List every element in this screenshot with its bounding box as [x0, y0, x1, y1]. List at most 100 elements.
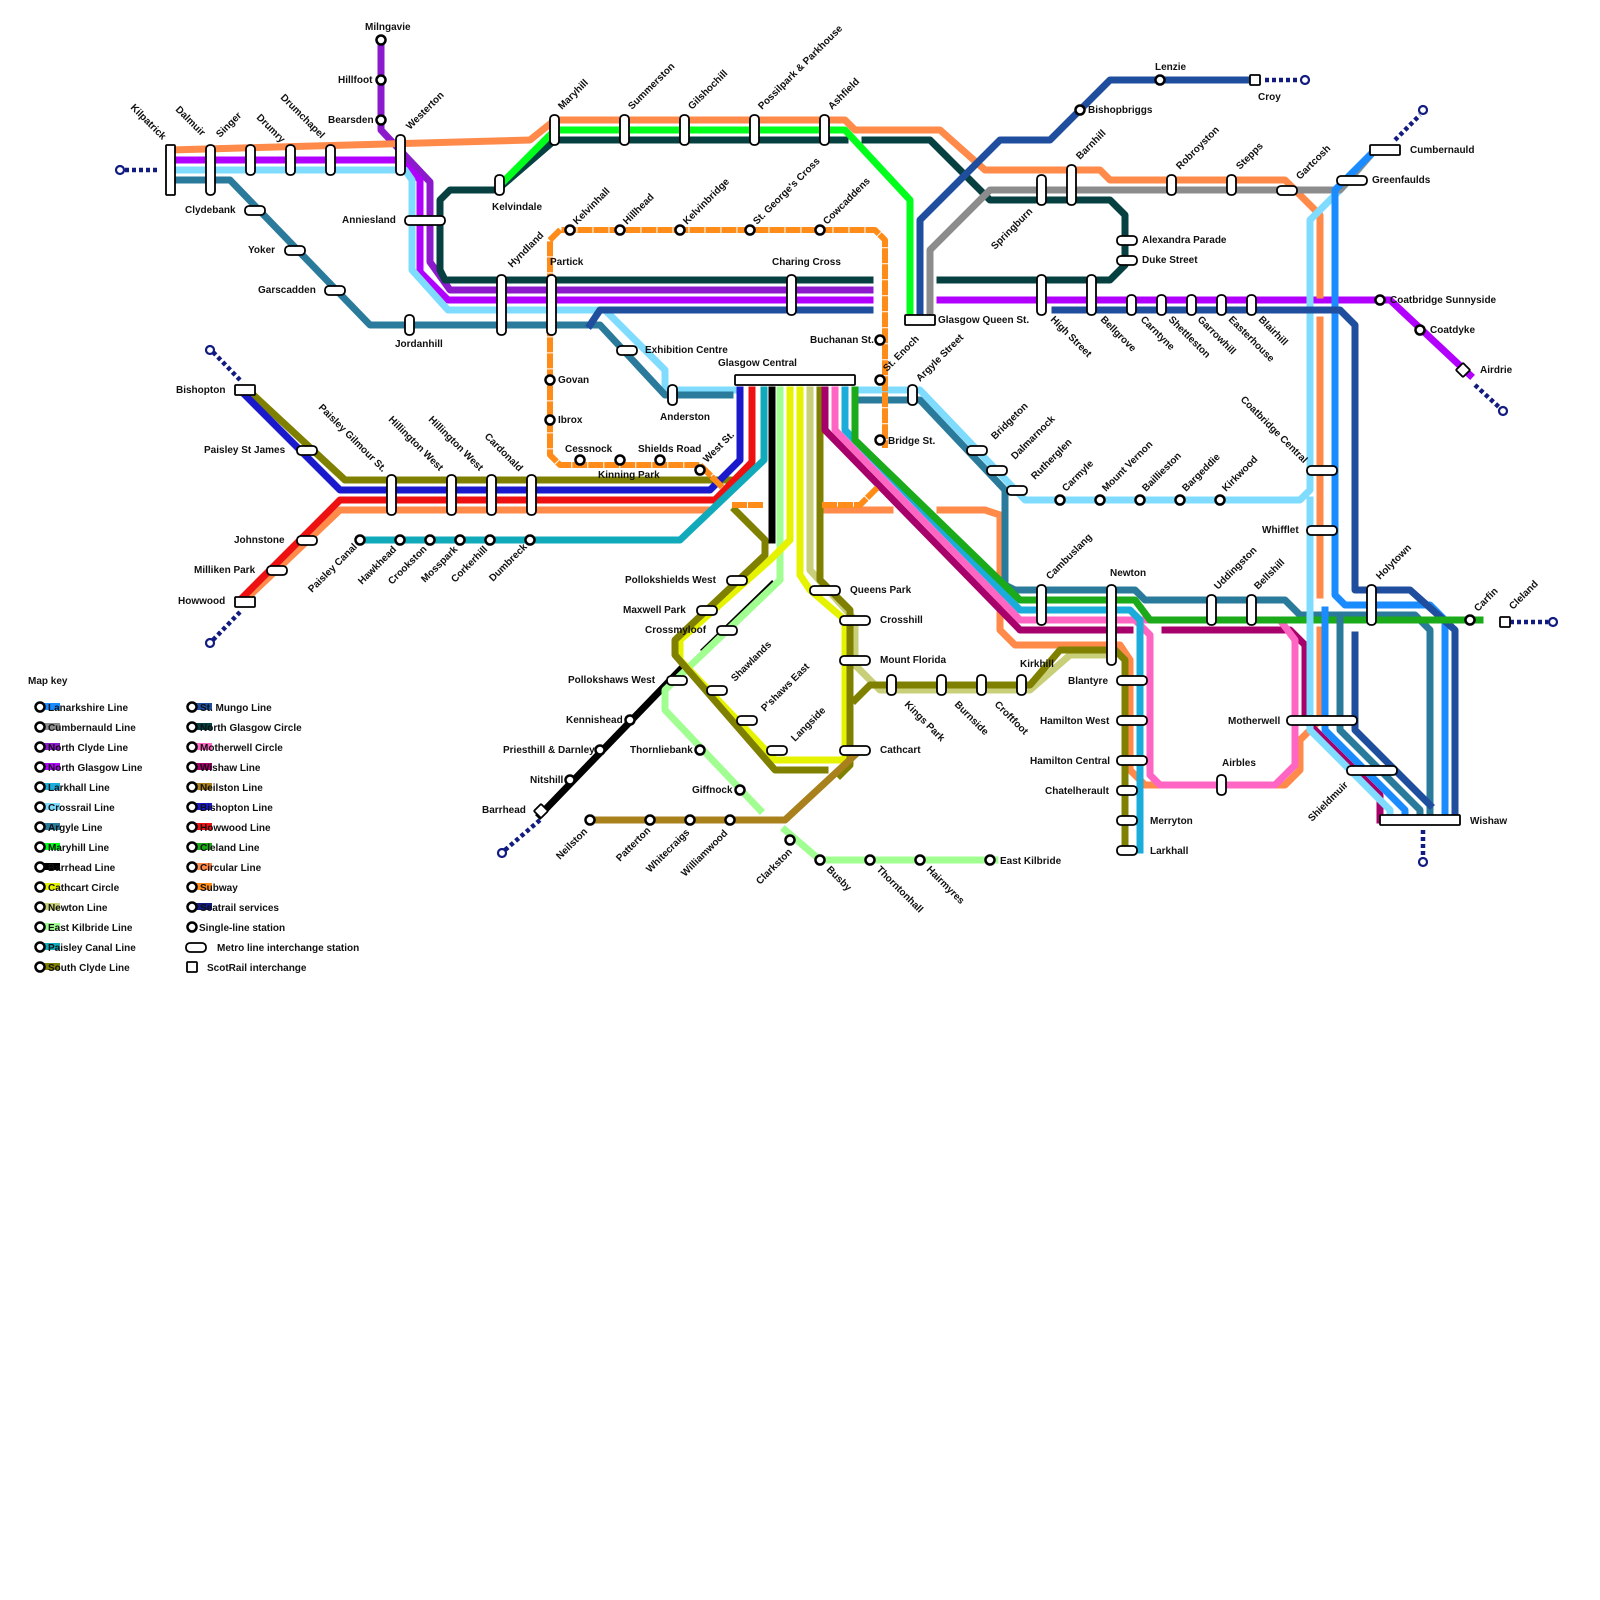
station-bishopton[interactable] [234, 384, 256, 396]
station-johnstone[interactable] [296, 535, 318, 546]
station-kennishead[interactable] [624, 714, 636, 726]
station-carmyle[interactable] [1054, 494, 1066, 506]
station-argyle-street[interactable] [907, 384, 918, 406]
station-duke-street[interactable] [1116, 255, 1138, 266]
station-alexandra-parade[interactable] [1116, 235, 1138, 246]
station-mount-florida[interactable] [839, 655, 871, 666]
station-whifflet[interactable] [1306, 525, 1338, 536]
station-thorntonhall[interactable] [864, 854, 876, 866]
station-garrowhill[interactable] [1186, 294, 1197, 316]
station-airdrie[interactable] [1455, 362, 1471, 378]
station-paisley-st-james[interactable] [296, 445, 318, 456]
station-paisley-gilmour-st[interactable] [386, 474, 397, 516]
station-holytown[interactable] [1366, 584, 1377, 626]
station-dumbreck[interactable] [524, 534, 536, 546]
station-hawkhead[interactable] [394, 534, 406, 546]
station-singer[interactable] [245, 144, 256, 176]
station-crosshill[interactable] [839, 615, 871, 626]
station-carntyne[interactable] [1126, 294, 1137, 316]
station-dalmarnock[interactable] [986, 465, 1008, 476]
station-drumchapel[interactable] [325, 144, 336, 176]
station-anderston[interactable] [667, 384, 678, 406]
station-nitshill[interactable] [564, 774, 576, 786]
station-queens-park[interactable] [809, 585, 841, 596]
station-coatdyke[interactable] [1414, 324, 1426, 336]
station-west-st[interactable] [694, 464, 706, 476]
station-greenfaulds[interactable] [1336, 175, 1368, 186]
station-bridgeton[interactable] [966, 445, 988, 456]
station-maxwell-park[interactable] [696, 605, 718, 616]
station-barrhead[interactable] [533, 803, 549, 819]
station-mosspark[interactable] [454, 534, 466, 546]
station-kirkwood[interactable] [1214, 494, 1226, 506]
station-clydebank[interactable] [244, 205, 266, 216]
station-milliken-park[interactable] [266, 565, 288, 576]
station-hamilton-west[interactable] [1116, 715, 1148, 726]
station-high-street[interactable] [1036, 274, 1047, 316]
station-hillington-west[interactable] [446, 474, 457, 516]
station-gartcosh[interactable] [1276, 185, 1298, 196]
station-hillhead[interactable] [614, 224, 626, 236]
station-yoker[interactable] [284, 245, 306, 256]
station-cowcaddens[interactable] [814, 224, 826, 236]
station-exhibition-centre[interactable] [616, 345, 638, 356]
station-bridge-st[interactable] [874, 434, 886, 446]
station-anniesland[interactable] [404, 215, 446, 226]
station-ibrox[interactable] [544, 414, 556, 426]
station-kelvinbridge[interactable] [674, 224, 686, 236]
station-milngavie[interactable] [375, 34, 387, 46]
station-blairhill[interactable] [1246, 294, 1257, 316]
station-clarkston[interactable] [784, 834, 796, 846]
station-hyndland[interactable] [496, 274, 507, 336]
station-bellgrove[interactable] [1086, 274, 1097, 316]
station-dalmuir[interactable] [205, 144, 216, 196]
station-howwood[interactable] [234, 596, 256, 608]
station-coatbridge-central[interactable] [1306, 465, 1338, 476]
station-priesthill[interactable] [594, 744, 606, 756]
station-williamwood[interactable] [724, 814, 736, 826]
station-larkhall[interactable] [1116, 845, 1138, 856]
station-pshaws-east[interactable] [736, 715, 758, 726]
station-carfin[interactable] [1464, 614, 1476, 626]
station-coatbridge-sunnyside[interactable] [1374, 294, 1386, 306]
station-hamilton-central[interactable] [1116, 755, 1148, 766]
station-bearsden[interactable] [375, 114, 387, 126]
station-corkerhill[interactable] [484, 534, 496, 546]
station-pollokshaws-west[interactable] [666, 675, 688, 686]
station-baillieston[interactable] [1134, 494, 1146, 506]
station-kelvinhall[interactable] [564, 224, 576, 236]
station-possilpark[interactable] [749, 114, 760, 146]
station-chatelherault[interactable] [1116, 785, 1138, 796]
station-croy[interactable] [1249, 74, 1261, 86]
station-pollokshields-west[interactable] [726, 575, 748, 586]
station-robroyston[interactable] [1166, 174, 1177, 196]
station-kings-park[interactable] [886, 674, 897, 696]
station-patterton[interactable] [644, 814, 656, 826]
station-merryton[interactable] [1116, 815, 1138, 826]
station-thornliebank[interactable] [694, 744, 706, 756]
station-cessnock[interactable] [574, 454, 586, 466]
station-glasgow-central[interactable] [734, 374, 856, 386]
station-mount-vernon[interactable] [1094, 494, 1106, 506]
station-easterhouse[interactable] [1216, 294, 1227, 316]
station-westerton[interactable] [395, 134, 406, 176]
station-motherwell[interactable] [1286, 715, 1358, 726]
station-garscadden[interactable] [324, 285, 346, 296]
station-kirkhill[interactable] [1016, 674, 1027, 696]
station-govan[interactable] [544, 374, 556, 386]
station-newton[interactable] [1106, 584, 1117, 666]
station-ashfield[interactable] [819, 114, 830, 146]
station-rutherglen[interactable] [1006, 485, 1028, 496]
station-uddingston[interactable] [1206, 594, 1217, 626]
station-barnhill[interactable] [1066, 164, 1077, 206]
station-kilpatrick[interactable] [165, 144, 176, 196]
station-croftfoot[interactable] [976, 674, 987, 696]
station-glasgow-queen-st[interactable] [904, 314, 936, 326]
station-wishaw[interactable] [1379, 814, 1461, 826]
station-busby[interactable] [814, 854, 826, 866]
station-maryhill[interactable] [549, 114, 560, 146]
station-cleland[interactable] [1499, 616, 1511, 628]
station-giffnock[interactable] [734, 784, 746, 796]
station-shieldmuir[interactable] [1346, 765, 1398, 776]
station-st-georges-cross[interactable] [744, 224, 756, 236]
